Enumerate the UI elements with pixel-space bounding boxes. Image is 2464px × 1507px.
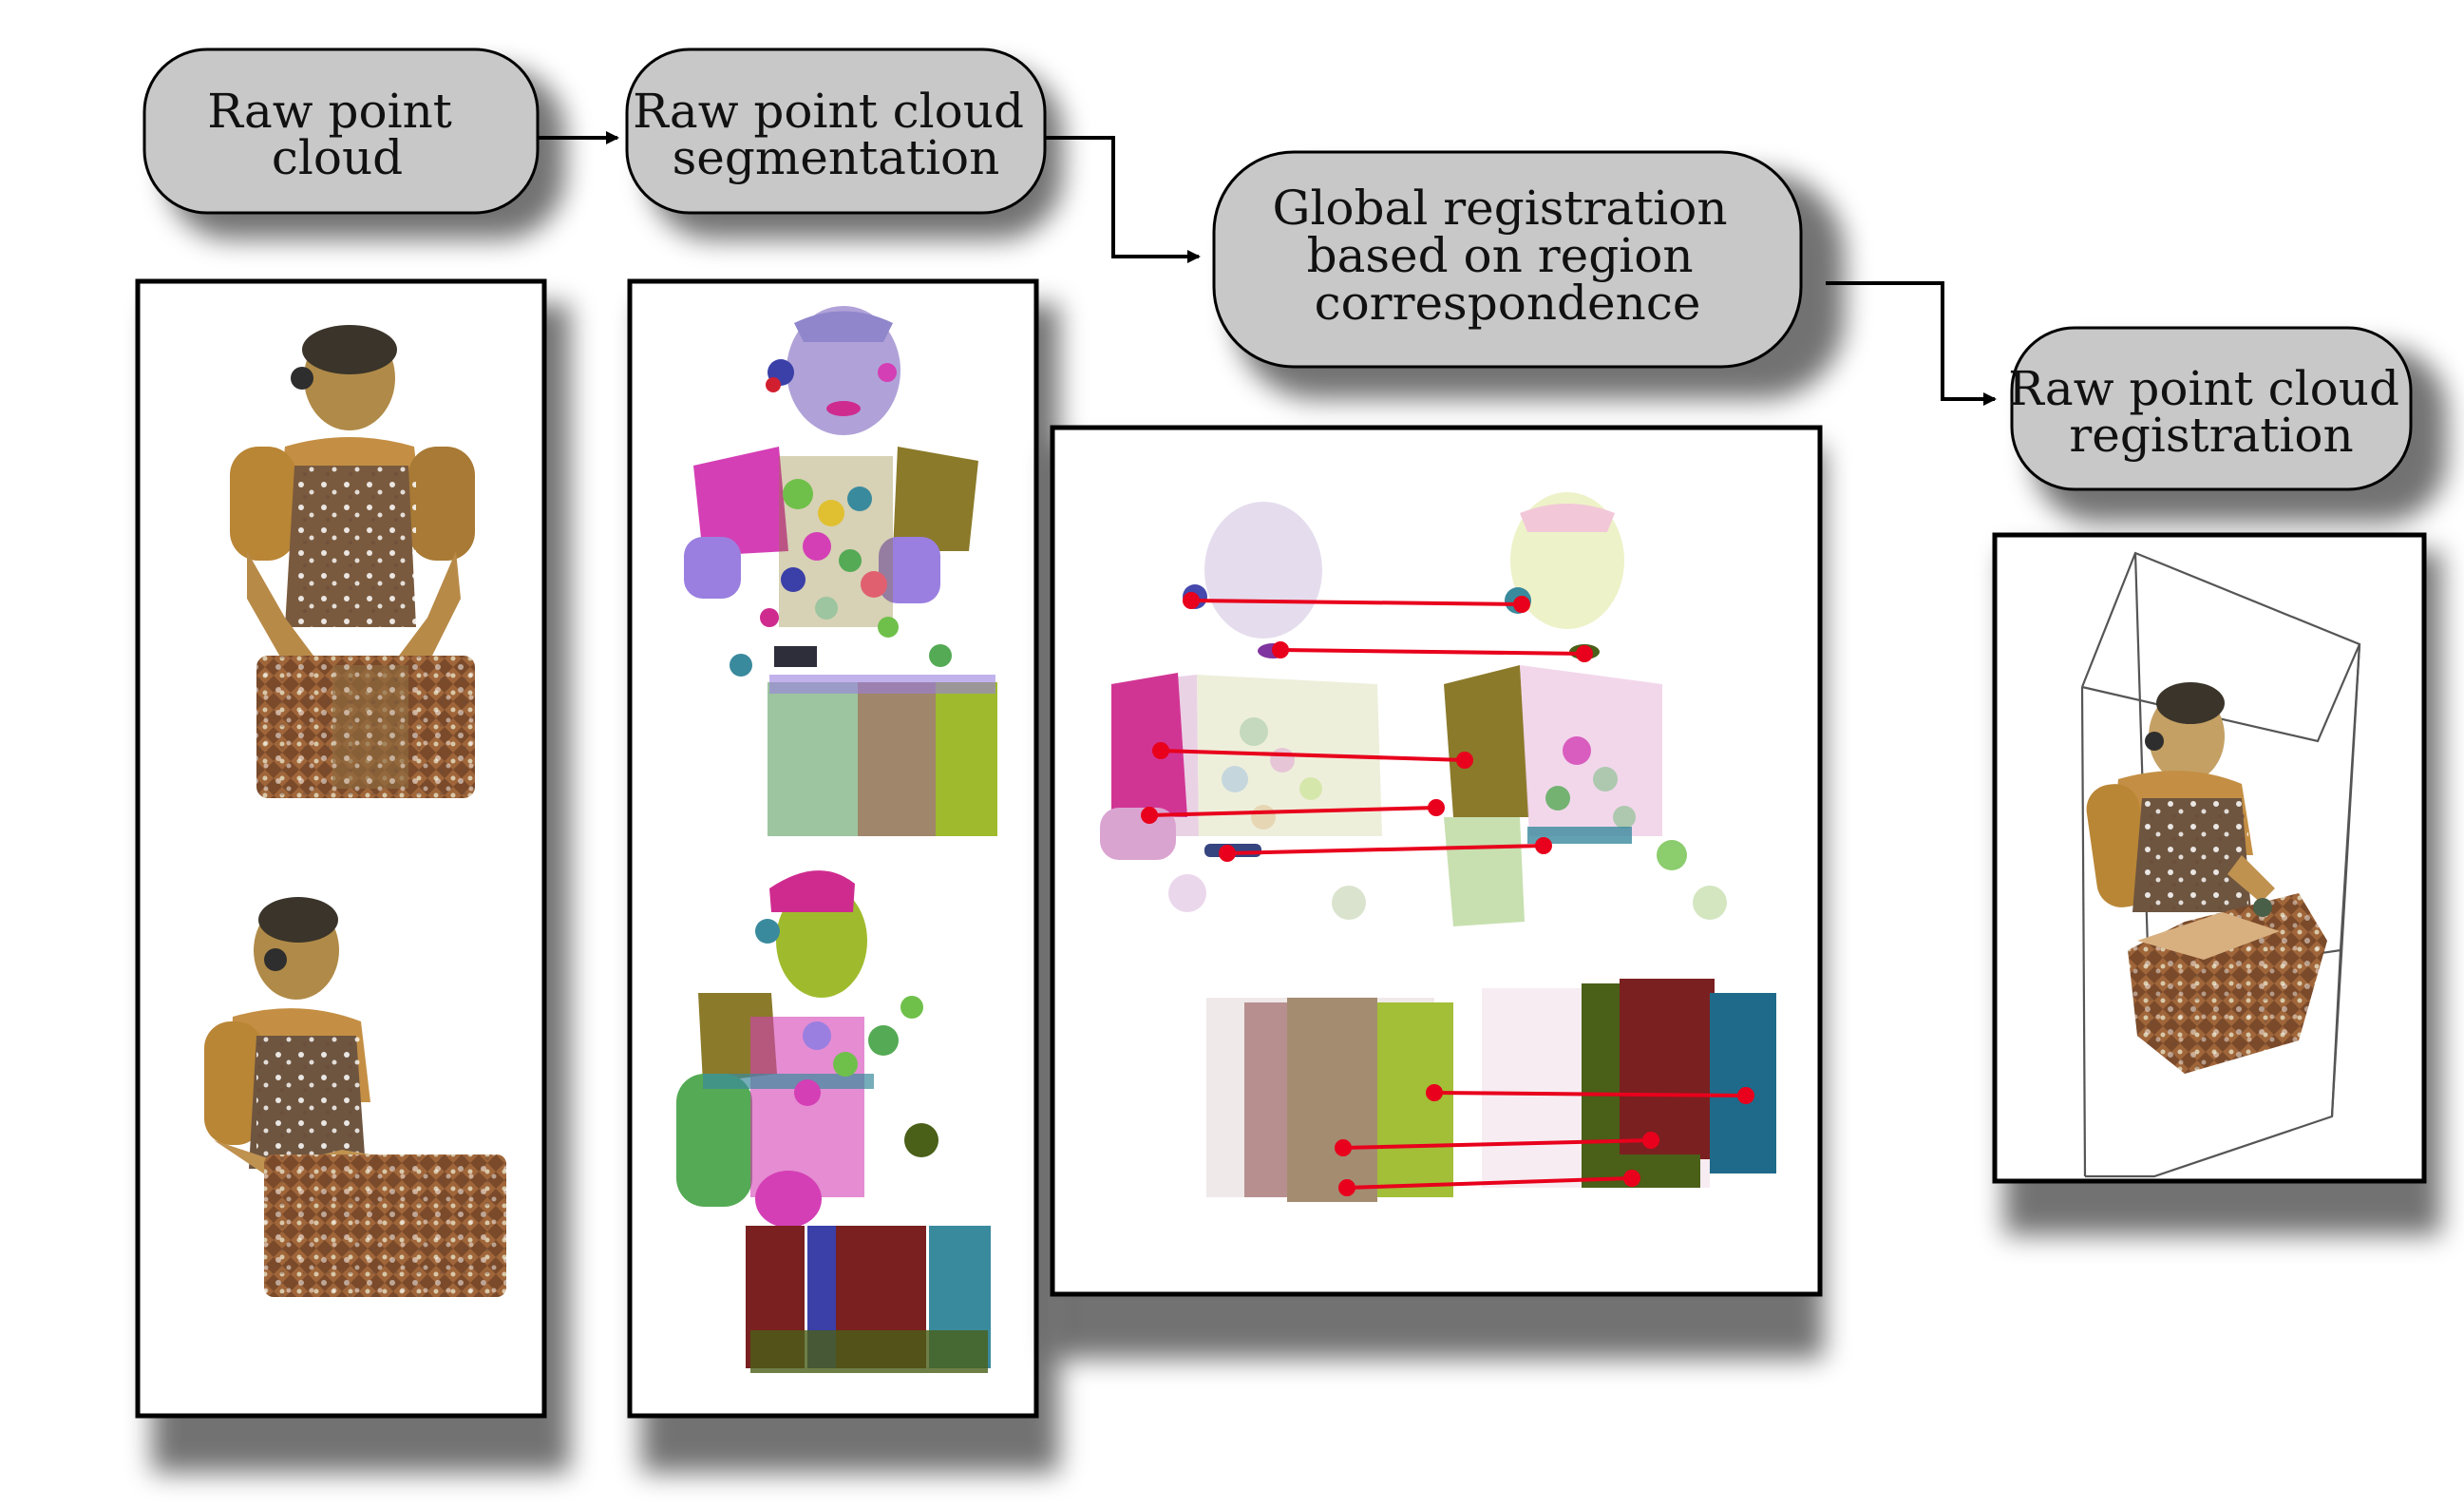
panel-segmentation [627,278,1059,1473]
node-box [142,48,540,215]
segment-blobs [730,479,952,677]
figurine-raw-top [230,325,475,798]
node-label: Raw point cloud [207,84,467,185]
figurine-segmented-top [684,306,997,836]
figurine-raw-bottom [204,897,506,1297]
correspondence-lines [1141,592,1754,1196]
node-global-registration: Global registration based on region corr… [1212,150,1845,399]
panel-raw-clouds [135,278,570,1473]
figurine-segmented-bottom [676,870,991,1373]
figure-source [1100,502,1453,1202]
figurine-registered [2086,682,2327,1074]
segment-blobs [794,996,938,1157]
node-box [2010,326,2413,491]
node-raw-point-cloud: Raw point cloud [142,48,565,239]
arrow-segmentation-to-global [1046,136,1201,263]
node-registration: Raw point cloud registration [2008,326,2447,523]
node-label: Global registration based on region corr… [1273,181,1743,331]
panel-correspondence [1050,425,1824,1359]
panel-registration-result [1992,532,2441,1235]
node-label: Raw point cloud registration [2008,361,2415,463]
node-box [1212,150,1803,369]
node-box [625,48,1047,215]
arrow-global-to-registration [1826,281,1997,406]
node-label: Raw point cloud segmentation [633,84,1039,185]
figure-target [1444,492,1776,1188]
node-segmentation: Raw point cloud segmentation [625,48,1063,239]
